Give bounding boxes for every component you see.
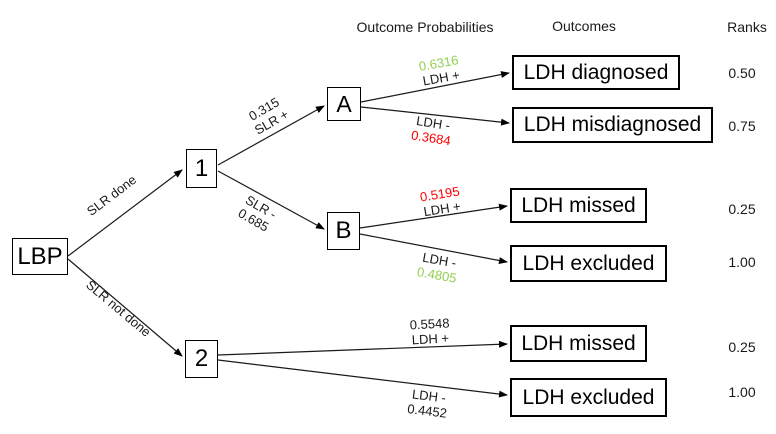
chance-node-a: A bbox=[327, 87, 361, 121]
branch-line-b-to-excluded bbox=[359, 233, 508, 264]
branch-line-1-to-b bbox=[217, 170, 325, 230]
column-header-outcome-probabilities: Outcome Probabilities bbox=[356, 19, 494, 35]
rank-value-misdiagnosed: 0.75 bbox=[728, 118, 756, 134]
column-header-ranks: Ranks bbox=[727, 19, 767, 35]
branch-label-2-ldh-positive: 0.5548 LDH + bbox=[409, 315, 450, 347]
root-node-lbp: LBP bbox=[12, 238, 68, 275]
branch-line-1-to-a bbox=[217, 105, 325, 166]
rank-value-missed-2: 0.25 bbox=[728, 339, 756, 355]
outcome-box-ldh-missed-2: LDH missed bbox=[510, 325, 647, 362]
chance-node-b: B bbox=[327, 212, 360, 250]
outcome-box-ldh-diagnosed: LDH diagnosed bbox=[512, 55, 680, 90]
rank-value-diagnosed: 0.50 bbox=[728, 65, 756, 81]
column-header-outcomes: Outcomes bbox=[552, 18, 616, 34]
chance-node-2: 2 bbox=[185, 340, 218, 378]
branch-line-2-to-excluded bbox=[217, 359, 508, 398]
branch-line-a-to-misdiagnosed bbox=[360, 106, 510, 126]
label-2-ldh-positive: LDH + bbox=[411, 330, 450, 347]
branch-label-b-ldh-positive: 0.5195 LDH + bbox=[419, 184, 463, 220]
rank-value-missed-b: 0.25 bbox=[728, 201, 756, 217]
outcome-box-ldh-excluded-2: LDH excluded bbox=[510, 378, 667, 417]
branch-line-b-to-missed bbox=[359, 203, 508, 229]
outcome-box-ldh-excluded-b: LDH excluded bbox=[510, 245, 667, 282]
branch-label-2-ldh-negative: LDH - 0.4452 bbox=[406, 387, 449, 421]
chance-node-1: 1 bbox=[186, 149, 217, 188]
branch-line-a-to-diagnosed bbox=[360, 71, 510, 103]
branch-label-a-ldh-negative: LDH - 0.3684 bbox=[410, 113, 454, 149]
outcome-box-ldh-missed-b: LDH missed bbox=[510, 188, 647, 223]
branch-line-2-to-missed bbox=[217, 340, 508, 356]
outcome-box-ldh-misdiagnosed: LDH misdiagnosed bbox=[512, 107, 713, 143]
branch-line-lbp-to-1 bbox=[67, 169, 183, 257]
rank-value-excluded-b: 1.00 bbox=[728, 254, 756, 270]
branch-line-lbp-to-2 bbox=[67, 258, 183, 357]
rank-value-excluded-2: 1.00 bbox=[728, 384, 756, 400]
